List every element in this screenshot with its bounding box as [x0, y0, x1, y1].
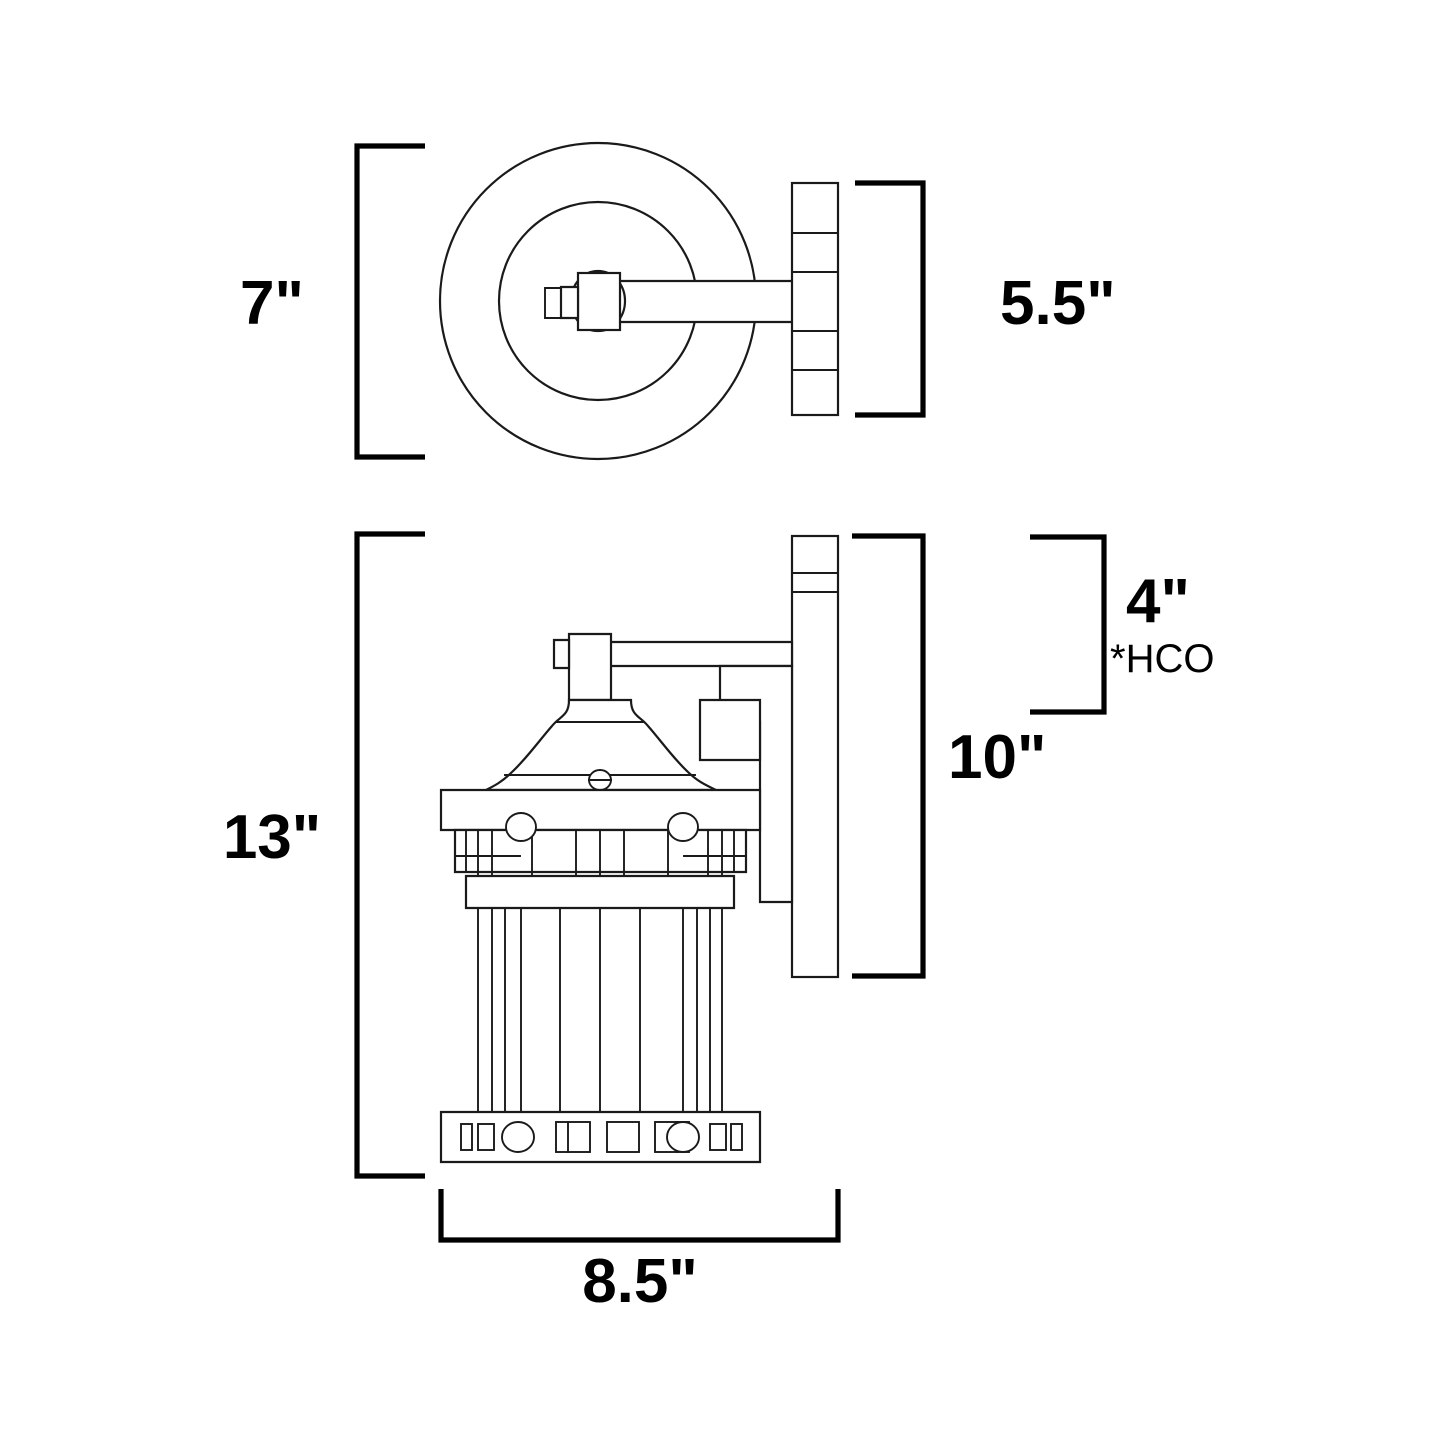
dimension-note-hco: *HCO	[1110, 637, 1214, 681]
bottom-plate-slot-2	[477, 1123, 495, 1151]
bottom-plate-square-1	[555, 1121, 591, 1153]
dimension-label-5p5in: 5.5"	[1000, 269, 1116, 338]
side-view-mid-rail	[464, 874, 736, 910]
dimension-label-7in: 7"	[240, 269, 304, 338]
bottom-plate-slot-1	[460, 1123, 473, 1151]
side-view-stem	[567, 632, 613, 702]
top-view-wall-plate	[790, 181, 840, 417]
top-view-group: 7" 5.5"	[240, 141, 1116, 461]
glass-cage-mullions	[477, 884, 723, 1113]
bottom-plate-slot-3	[709, 1123, 727, 1151]
top-view-knob-end-cap	[544, 287, 562, 319]
dimension-label-13in: 13"	[223, 803, 321, 872]
bottom-plate-circle-left	[501, 1121, 535, 1153]
dimension-bracket-10in	[852, 533, 926, 979]
dimension-label-10in: 10"	[948, 723, 1046, 792]
top-view-knob-stub	[559, 285, 580, 320]
side-view-wall-plate	[790, 534, 840, 979]
side-view-top-cap-plate	[439, 788, 762, 832]
side-view-bracket-step	[698, 698, 762, 762]
bottom-plate-circle-right	[666, 1121, 700, 1153]
dimension-bracket-4in	[1030, 534, 1107, 715]
dimension-bracket-7in	[354, 143, 425, 460]
bottom-plate-square-2	[606, 1121, 640, 1153]
bottom-plate-slot-4	[730, 1123, 743, 1151]
dimension-bracket-5p5in	[855, 180, 926, 418]
side-view-stem-stub	[552, 638, 571, 670]
dimension-bracket-13in	[354, 531, 425, 1179]
dimension-label-4in: 4"	[1126, 567, 1190, 636]
dimension-bracket-8p5in	[438, 1189, 841, 1243]
side-view-group: 13" 8.5" 10" 4" *HCO	[223, 531, 1214, 1316]
upper-band-boss-right	[667, 812, 699, 842]
dimension-label-8p5in: 8.5"	[582, 1247, 698, 1316]
upper-band-boss-left	[505, 812, 537, 842]
top-view-hub-knob-body	[576, 271, 622, 332]
